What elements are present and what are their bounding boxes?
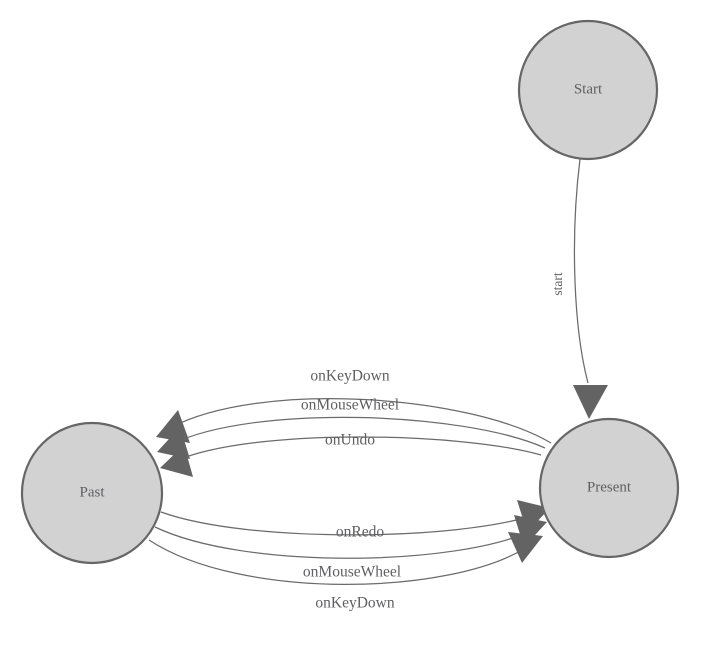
node-present-label: Present <box>587 479 632 495</box>
edge-present-to-past-onundo[interactable]: onUndo <box>160 432 542 477</box>
edge-present-to-past-onundo-path <box>175 436 542 462</box>
node-past[interactable]: Past <box>20 421 164 565</box>
edge-present-to-past-onmousewheel-path <box>171 416 546 449</box>
node-present[interactable]: Present <box>538 417 680 559</box>
edge-label-past-present-onkeydown: onKeyDown <box>315 595 394 612</box>
node-start-circle <box>517 19 659 161</box>
edge-label-present-past-onkeydown: onKeyDown <box>310 368 389 385</box>
edge-past-to-present-onkeydown-arrowhead <box>508 532 543 563</box>
edge-label-past-present-onredo: onRedo <box>336 524 384 541</box>
edge-present-to-past-onundo-arrowhead <box>160 445 193 477</box>
edge-label-past-present-onmousewheel: onMouseWheel <box>303 564 401 581</box>
node-start[interactable]: Start <box>517 19 659 161</box>
edge-past-to-present-onmousewheel-path <box>154 526 532 559</box>
edge-past-to-present-onkeydown-path <box>148 539 528 585</box>
edge-label-start: start <box>550 272 565 295</box>
edge-label-present-past-onmousewheel: onMouseWheel <box>301 397 399 414</box>
node-present-circle <box>538 417 680 559</box>
edge-present-to-past-onkeydown-path <box>169 398 552 444</box>
edge-start-to-present[interactable]: start <box>550 158 608 419</box>
node-past-circle <box>20 421 164 565</box>
edge-past-to-present-onkeydown[interactable]: onKeyDown <box>148 532 543 612</box>
edge-label-present-past-onundo: onUndo <box>325 432 375 449</box>
edge-start-to-present-path <box>573 158 589 384</box>
node-past-label: Past <box>79 484 105 500</box>
edge-start-to-present-arrowhead <box>573 385 608 419</box>
edge-past-to-present-onredo[interactable]: onRedo <box>160 500 550 541</box>
edge-past-to-present-onredo-path <box>160 511 535 536</box>
node-start-label: Start <box>574 81 603 97</box>
